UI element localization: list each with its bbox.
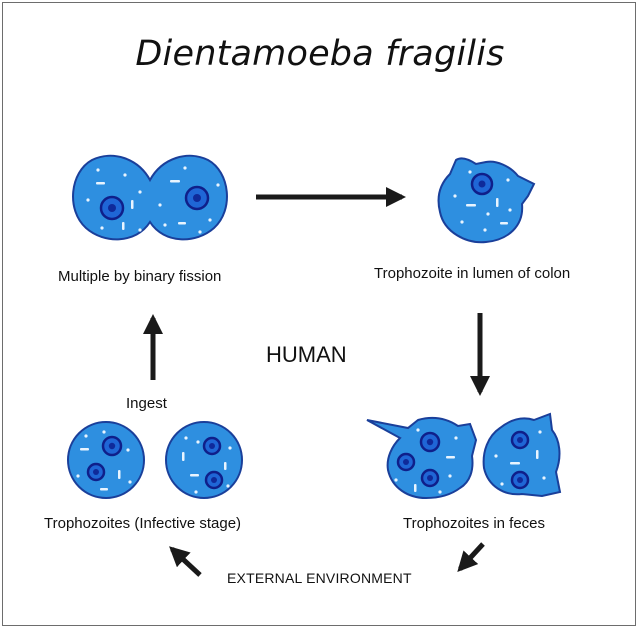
- nucleus-icon: [419, 431, 441, 453]
- stage-label-feces: Trophozoites in feces: [403, 515, 546, 532]
- nucleus-icon: [184, 185, 210, 211]
- nucleus-icon: [101, 435, 123, 457]
- stage-label-lumen: Trophozoite in lumen of colon: [374, 265, 571, 282]
- transition-label-environment: EXTERNAL ENVIRONMENT: [227, 570, 412, 586]
- infective-trophozoite-cell: [67, 421, 145, 499]
- arrow-down-left: [457, 542, 485, 572]
- nucleus-icon: [396, 452, 416, 472]
- nucleus-icon: [202, 436, 222, 456]
- lumen-trophozoite-cell: [437, 157, 536, 244]
- binary-fission-cell: [72, 154, 228, 241]
- stage-label-fission: Multiple by binary fission: [58, 268, 222, 285]
- transition-label-ingest: Ingest: [126, 395, 167, 412]
- host-label-human: HUMAN: [266, 342, 347, 367]
- nucleus-icon: [99, 195, 125, 221]
- nucleus-icon: [86, 462, 106, 482]
- feces-trophozoite-cell: [366, 417, 478, 500]
- infective-trophozoite-cell: [165, 421, 243, 499]
- nucleus-icon: [470, 172, 494, 196]
- nucleus-icon: [510, 430, 530, 450]
- arrow-up-left: [169, 546, 202, 577]
- nucleus-icon: [420, 468, 440, 488]
- diagram-title: Dientamoeba fragilis: [135, 34, 505, 74]
- nucleus-icon: [204, 470, 224, 490]
- stage-label-infective: Trophozoites (Infective stage): [44, 515, 242, 532]
- nucleus-icon: [510, 470, 530, 490]
- feces-trophozoite-cell: [482, 412, 562, 498]
